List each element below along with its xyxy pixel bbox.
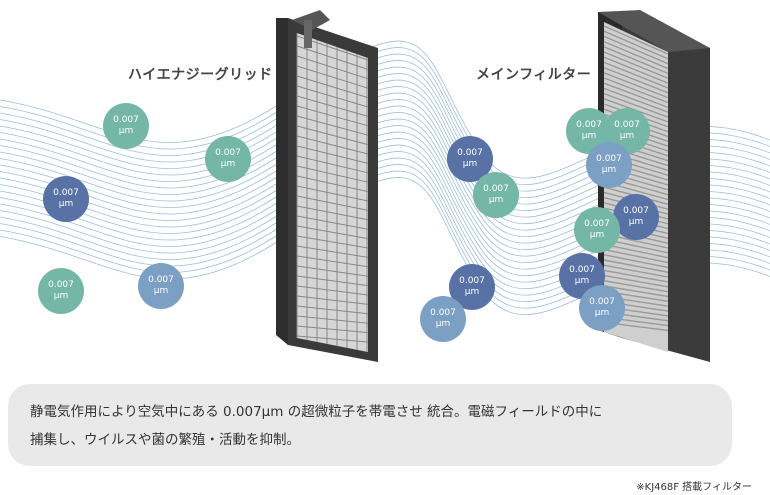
- grid-line: [296, 245, 369, 258]
- grid-line: [296, 65, 369, 89]
- pleat-line: [603, 30, 669, 60]
- grid-line: [296, 235, 369, 249]
- description-panel: 静電気作用により空気中にある 0.007μm の超微粒子を帯電させ 統合。電磁フ…: [8, 384, 732, 466]
- grid-line: [296, 335, 369, 343]
- pleat-line: [603, 61, 669, 89]
- grid-line: [296, 105, 369, 127]
- pleat-line: [603, 51, 669, 79]
- main-filter-label: メインフィルター: [476, 67, 592, 83]
- pleat-line: [603, 269, 669, 283]
- grid-line: [296, 85, 369, 108]
- grid-line: [296, 215, 369, 230]
- description-line-2: 捕集し、ウイルスや菌の繁殖・活動を抑制。: [30, 432, 300, 448]
- pleat-line: [603, 280, 669, 293]
- pleat-line: [603, 82, 669, 109]
- description-line-1: 静電気作用により空気中にある 0.007μm の超微粒子を帯電させ 統合。電磁フ…: [30, 404, 603, 420]
- grid-line: [296, 95, 369, 117]
- grid-line: [296, 255, 369, 268]
- pleat-line: [603, 285, 669, 298]
- pleat-line: [603, 264, 669, 278]
- grid-line: [296, 305, 369, 315]
- grid-line: [296, 125, 369, 146]
- pleat-line: [603, 274, 669, 288]
- pleat-line: [603, 259, 669, 273]
- grid-line: [296, 195, 369, 211]
- grid-line: [296, 75, 369, 99]
- grid-line: [296, 115, 369, 136]
- pleat-line: [603, 25, 669, 55]
- pleat-line: [603, 72, 669, 99]
- pleat-line: [603, 40, 669, 70]
- pleat-line: [603, 66, 669, 94]
- pleat-line: [603, 46, 669, 75]
- grid-line: [296, 185, 369, 202]
- grid-line: [296, 175, 369, 193]
- high-energy-grid-filter: [276, 10, 378, 362]
- pleat-line: [603, 35, 669, 65]
- main-filter: [598, 10, 710, 362]
- grid-line: [296, 295, 369, 305]
- pleat-line: [603, 243, 669, 259]
- grid-line: [296, 315, 369, 324]
- pleat-line: [603, 92, 669, 118]
- grid-mesh: [296, 33, 369, 352]
- grid-line: [296, 55, 369, 80]
- pleat-line: [603, 248, 669, 264]
- pleat-line: [603, 77, 669, 104]
- grid-line: [296, 325, 369, 334]
- grid-line: [296, 225, 369, 240]
- grid-line: [296, 145, 369, 164]
- grid-line: [296, 135, 369, 155]
- pleat-line: [603, 87, 669, 113]
- grid-line: [296, 285, 369, 296]
- pleat-line: [603, 56, 669, 84]
- grid-line: [296, 155, 369, 174]
- grid-line: [296, 205, 369, 221]
- pleat-line: [603, 254, 669, 269]
- footnote: ※KJ468F 搭載フィルター: [636, 482, 752, 493]
- grid-line: [296, 265, 369, 277]
- illustration-svg: [0, 10, 770, 362]
- grid-line: [296, 165, 369, 183]
- grid-line: [296, 45, 369, 70]
- grid-label: ハイエナジーグリッド: [128, 67, 273, 83]
- grid-line: [296, 275, 369, 287]
